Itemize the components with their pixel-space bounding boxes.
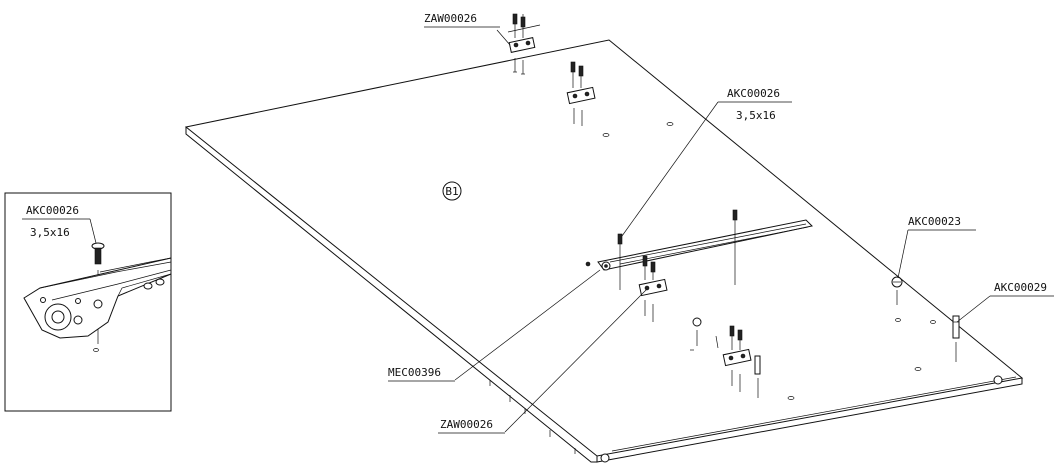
hinge-plate-top-1 [507,13,541,75]
inset-label-code: AKC00026 [26,204,79,217]
hinge-plate-lower [722,325,761,398]
panel-top-face [184,39,1024,457]
leader-akc26 [621,101,719,237]
panel-edge-line [611,376,1017,452]
label-mec: MEC00396 [388,366,441,379]
panel-side-edge [596,378,1023,463]
cam-lock-akc23 [891,276,903,305]
hinge-plate-middle [638,255,668,322]
leader-zaw-top [496,29,511,46]
edge-hardware-marks [489,380,576,454]
detail-inset: AKC00026 3,5x16 [4,192,172,412]
label-akc26-size: 3,5x16 [736,109,776,122]
leader-akc23 [897,229,909,279]
label-zaw-top: ZAW00026 [424,12,477,25]
panel-b1: B1 [184,39,1024,463]
bolt-akc29 [952,315,960,362]
inset-label-size: 3,5x16 [30,226,70,239]
leader-zaw-bottom [504,288,648,433]
label-zaw-bottom: ZAW00026 [440,418,493,431]
surface-holes [602,122,936,400]
inset-frame [4,192,172,412]
panel-front-edge [185,127,597,463]
panel-id-circle [442,181,462,201]
leader-mec [454,269,601,381]
label-akc23: AKC00023 [908,215,961,228]
cam-lock-middle [690,317,719,351]
edge-hole [600,453,610,463]
inset-runner [23,257,172,339]
inset-leader [89,218,97,244]
label-akc26-code: AKC00026 [727,87,780,100]
hinge-plate-top-2 [566,61,596,126]
label-akc29: AKC00029 [994,281,1047,294]
leader-akc29 [956,295,991,323]
panel-id-label: B1 [445,185,458,198]
edge-hole [993,375,1003,385]
drawer-runner [585,209,814,290]
